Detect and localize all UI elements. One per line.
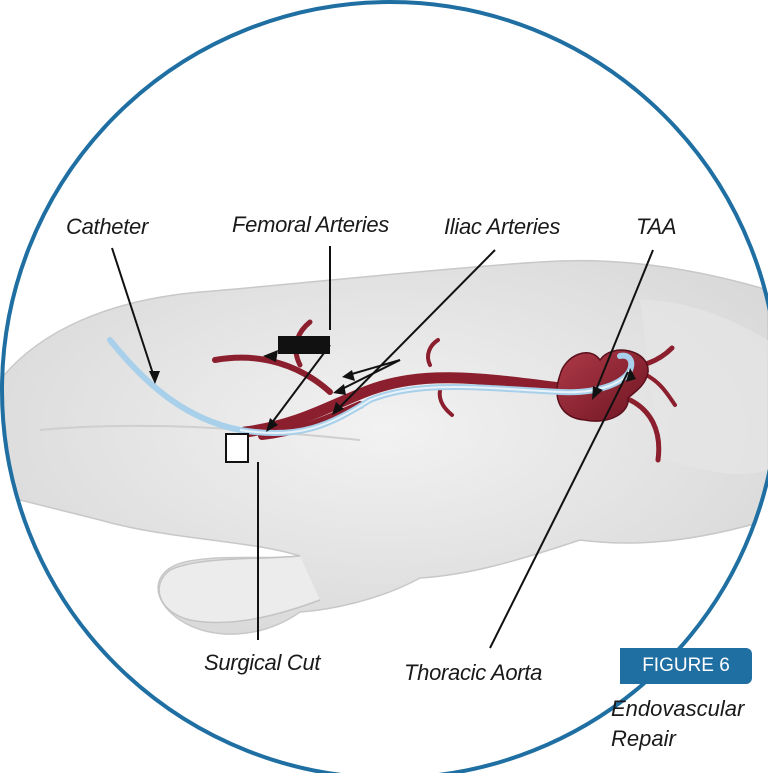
figure-caption: Endovascular Repair bbox=[611, 694, 744, 754]
label-catheter: Catheter bbox=[66, 214, 148, 240]
femoral-pointer-block bbox=[278, 336, 330, 354]
label-surgical-cut: Surgical Cut bbox=[204, 650, 320, 676]
label-iliac-arteries: Iliac Arteries bbox=[444, 214, 560, 240]
caption-line-1: Endovascular bbox=[611, 694, 744, 724]
figure-badge: FIGURE 6 bbox=[620, 648, 752, 684]
label-femoral-arteries: Femoral Arteries bbox=[232, 212, 389, 238]
surgical-cut-box bbox=[226, 434, 248, 462]
caption-line-2: Repair bbox=[611, 724, 744, 754]
label-taa: TAA bbox=[636, 214, 676, 240]
label-thoracic-aorta: Thoracic Aorta bbox=[404, 660, 542, 686]
